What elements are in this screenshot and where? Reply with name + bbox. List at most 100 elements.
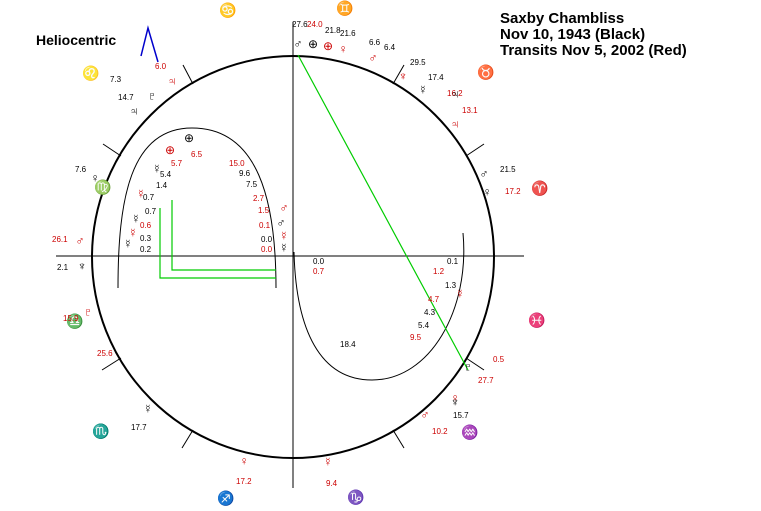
degree-label: 0.5 xyxy=(493,355,505,364)
mars-icon: ♂ xyxy=(369,51,378,65)
sign-virgo-icon: ♍ xyxy=(94,179,111,196)
mercury-icon: ☿ xyxy=(456,287,465,301)
degree-label: 0.1 xyxy=(259,221,271,230)
degree-label: 9.6 xyxy=(239,169,251,178)
earth-icon: ⊕ xyxy=(184,131,194,145)
mercury-icon: ☿ xyxy=(129,226,138,240)
degree-label: 0.3 xyxy=(140,234,152,243)
degree-label: 7.6 xyxy=(75,165,87,174)
degree-label: 15.7 xyxy=(453,411,469,420)
person-name: Saxby Chambliss xyxy=(500,10,625,27)
degree-label: 0.0 xyxy=(261,245,273,254)
degree-label: 0.0 xyxy=(313,257,325,266)
pluto-icon: ♇ xyxy=(84,305,93,319)
mercury-icon: ☿ xyxy=(153,162,162,176)
north-node-mark xyxy=(140,25,159,63)
sign-scorpio-icon: ♏ xyxy=(92,423,109,440)
mars-icon: ♂ xyxy=(76,234,85,248)
degree-label: 15.0 xyxy=(229,159,245,168)
degree-label: 27.6 xyxy=(292,20,308,29)
sign-capricorn-icon: ♑ xyxy=(347,489,364,506)
mercury-icon: ☿ xyxy=(280,241,289,255)
degree-label: 17.7 xyxy=(131,423,147,432)
sign-ticks xyxy=(101,64,485,449)
zodiac-glyphs: ♈♉♊♋♌♍♎♏♐♑♒♓ xyxy=(66,0,548,507)
degree-label: 17.4 xyxy=(428,73,444,82)
pluto-icon: ♇ xyxy=(148,89,157,103)
degree-label: 0.6 xyxy=(140,221,152,230)
mars-icon: ♂ xyxy=(277,216,286,230)
mercury-icon: ☿ xyxy=(137,187,146,201)
degree-label: 1.2 xyxy=(433,267,445,276)
degree-label: 5.4 xyxy=(160,170,172,179)
neptune-icon: ♆ xyxy=(451,395,460,409)
degree-label: 0.7 xyxy=(143,193,155,202)
sign-taurus-icon: ♉ xyxy=(477,64,494,81)
degree-label: 6.0 xyxy=(155,62,167,71)
degree-label: 4.3 xyxy=(424,308,436,317)
degree-label: 25.6 xyxy=(97,349,113,358)
jupiter-icon: ♃ xyxy=(451,87,460,101)
mercury-icon: ☿ xyxy=(144,402,153,416)
degree-label: 1.4 xyxy=(156,181,168,190)
jupiter-icon: ♃ xyxy=(130,104,139,118)
natal-orbit-curve xyxy=(117,127,277,289)
degree-label: 29.5 xyxy=(410,58,426,67)
degree-label: 27.7 xyxy=(478,376,494,385)
degree-label: 10.2 xyxy=(432,427,448,436)
mars-icon: ♂ xyxy=(280,201,289,215)
degree-label: 4.7 xyxy=(428,295,440,304)
degree-label: 7.5 xyxy=(246,180,258,189)
degree-label: 7.3 xyxy=(110,75,122,84)
aspect-lines xyxy=(159,54,469,371)
degree-label: 18.4 xyxy=(340,340,356,349)
jupiter-icon: ♃ xyxy=(168,74,177,88)
venus-icon: ♀ xyxy=(451,391,460,405)
sign-gemini-icon: ♊ xyxy=(336,0,353,17)
degree-label: 24.0 xyxy=(307,20,323,29)
earth-icon: ⊕ xyxy=(323,39,333,53)
degree-label: 6.6 xyxy=(369,38,381,47)
degree-label: 5.7 xyxy=(171,159,183,168)
degree-label: 14.7 xyxy=(118,93,134,102)
mercury-icon: ☿ xyxy=(280,229,289,243)
degree-label: 0.2 xyxy=(140,245,152,254)
degree-label: 15.9 xyxy=(63,314,79,323)
sign-leo-icon: ♌ xyxy=(82,65,99,82)
transit-orbit-curve xyxy=(293,232,465,381)
degree-label: 21.5 xyxy=(500,165,516,174)
pluto-icon: ♇ xyxy=(464,360,473,374)
degree-label: 21.8 xyxy=(325,26,341,35)
mercury-icon: ☿ xyxy=(132,212,141,226)
degree-label: 26.1 xyxy=(52,235,68,244)
earth-icon: ⊕ xyxy=(165,143,175,157)
chart-title-block: Saxby Chambliss Nov 10, 1943 (Black) Tra… xyxy=(500,11,687,59)
jupiter-icon: ♃ xyxy=(451,117,460,131)
degree-label: 0.0 xyxy=(261,235,273,244)
mercury-icon: ☿ xyxy=(124,237,133,251)
sign-sagittarius-icon: ♐ xyxy=(217,490,234,507)
degree-label: 6.4 xyxy=(384,43,396,52)
degree-label: 5.4 xyxy=(418,321,430,330)
degree-label: 9.4 xyxy=(326,479,338,488)
transit-date: Transits Nov 5, 2002 (Red) xyxy=(500,42,687,59)
mercury-icon: ☿ xyxy=(419,83,428,97)
mercury-icon: ☿ xyxy=(324,455,333,469)
mars-icon: ♂ xyxy=(480,167,489,181)
degree-label: 17.2 xyxy=(505,187,521,196)
venus-icon: ♀ xyxy=(339,42,348,56)
degree-label: 9.5 xyxy=(410,333,422,342)
degree-label: 1.3 xyxy=(445,281,457,290)
degree-label: 0.7 xyxy=(145,207,157,216)
sign-libra-icon: ♎ xyxy=(66,313,83,330)
venus-icon: ♀ xyxy=(483,185,492,199)
degree-label: 0.7 xyxy=(313,267,325,276)
natal-date: Nov 10, 1943 (Black) xyxy=(500,26,646,43)
mars-icon: ♂ xyxy=(294,37,303,51)
degree-label: 21.6 xyxy=(340,29,356,38)
venus-icon: ♀ xyxy=(240,454,249,468)
neptune-icon: ♆ xyxy=(399,69,408,83)
sign-aries-icon: ♈ xyxy=(531,180,548,197)
sign-cancer-icon: ♋ xyxy=(219,2,236,19)
